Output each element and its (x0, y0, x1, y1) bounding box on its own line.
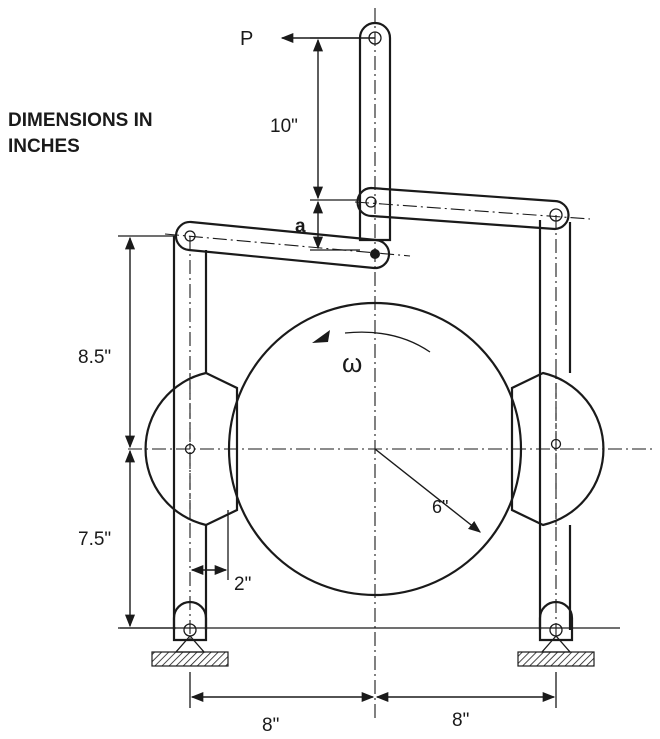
dim-8-right-label: 8" (452, 710, 469, 731)
right-link-left-pin (365, 196, 377, 208)
dim-10-label: 10" (270, 116, 298, 137)
right-ground-hatch (517, 651, 595, 667)
right-pivot-support (540, 635, 572, 653)
right-link-right-pin (549, 208, 563, 222)
right-connecting-link (356, 186, 570, 231)
actuating-lever (358, 21, 392, 242)
title-line-1: DIMENSIONS IN (8, 110, 153, 131)
title-line-2: INCHES (8, 136, 80, 157)
radius-arrow (374, 448, 481, 533)
dim-7-5-label: 7.5" (78, 529, 111, 550)
right-brake-shoe (510, 371, 605, 527)
rotation-arrowhead (312, 330, 330, 343)
force-label: P (240, 28, 253, 50)
left-ground-hatch (151, 651, 229, 667)
left-brake-shoe (144, 371, 239, 527)
dim-2-label: 2" (234, 574, 251, 595)
left-link-centerline (164, 233, 411, 257)
right-shoe-pin (550, 438, 562, 450)
dim-a-label: a (295, 216, 306, 237)
omega-label: ω (342, 348, 362, 378)
right-link-centerline (354, 201, 591, 220)
left-link-left-pin (184, 230, 196, 242)
left-link-right-pin (370, 249, 380, 259)
rotation-arc (344, 331, 431, 353)
left-shoe-pin (184, 443, 196, 455)
left-pivot-housing (172, 600, 208, 642)
left-connecting-link (174, 220, 391, 270)
dim-8-5-label: 8.5" (78, 347, 111, 368)
right-pivot-housing (538, 600, 574, 642)
radius-label: 6" (432, 497, 448, 517)
brake-drum (227, 301, 523, 597)
dim-8-left-label: 8" (262, 715, 279, 736)
